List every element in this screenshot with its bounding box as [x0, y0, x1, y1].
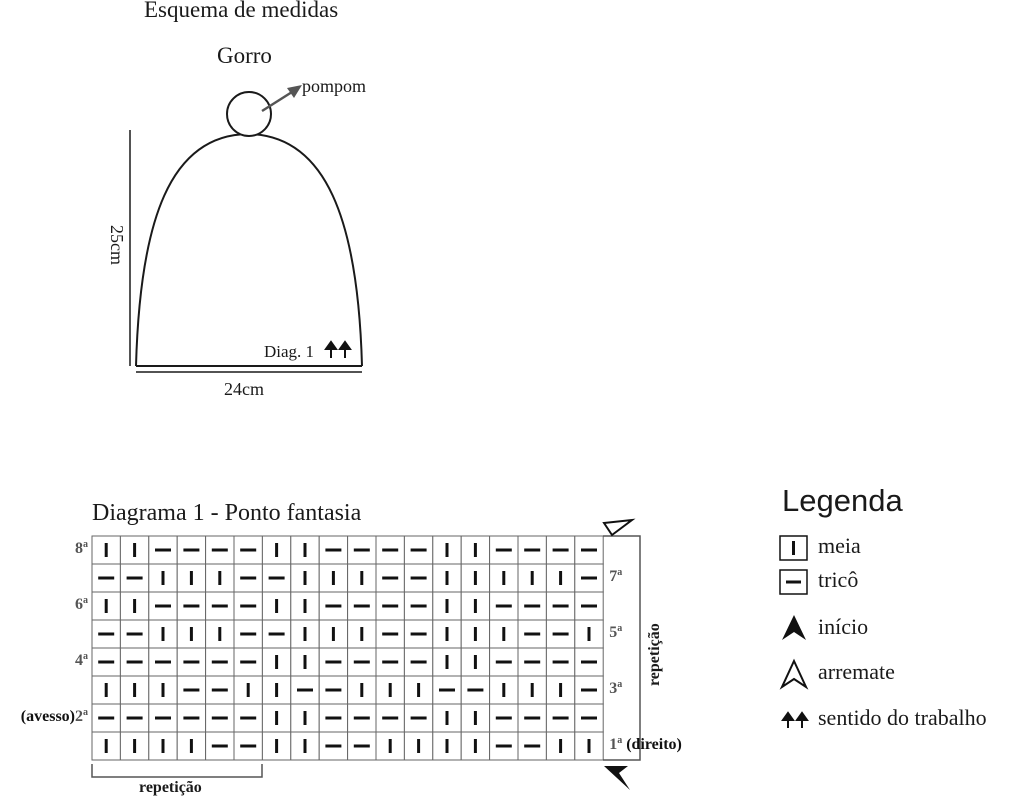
diagram-title: Diagrama 1 - Ponto fantasia [92, 500, 362, 526]
grid-cell [545, 675, 576, 705]
legend-label-finish: arremate [818, 659, 895, 684]
diag-direction-arrows-icon [324, 340, 352, 358]
repeat-bottom-bracket [91, 764, 263, 778]
legend-label-direction: sentido do trabalho [818, 705, 987, 730]
row-label: 8a [75, 539, 88, 557]
legend-label-start: início [818, 614, 869, 639]
hat-outline [135, 132, 363, 367]
repeat-bottom-label: repetição [139, 779, 202, 796]
pompom-label: pompom [302, 76, 367, 96]
hat-title: Gorro [217, 43, 272, 68]
row-label: 7a [609, 567, 623, 585]
grid-cell [290, 647, 320, 677]
grid-cell [574, 563, 604, 593]
grid-cell [517, 619, 547, 649]
finish-arrow-icon [602, 518, 636, 537]
stitch-grid [91, 535, 604, 761]
row-label: 4a [75, 651, 88, 669]
grid-cell [119, 563, 150, 593]
repeat-side-bracket [603, 535, 641, 761]
grid-cell [574, 647, 604, 677]
diagram-reference-label: Diag. 1 [264, 342, 315, 361]
row-label: 1a (direito) [609, 735, 682, 753]
pompom-pointer-head [287, 85, 302, 98]
scheme-title: Esquema de medidas [144, 0, 339, 22]
row-label: 3a [609, 679, 623, 697]
legend-finish-arrow-icon [779, 658, 809, 690]
row-label: 6a [75, 595, 88, 613]
legend-label-knit: meia [818, 533, 861, 558]
height-label: 25cm [107, 225, 127, 265]
pompom-pointer-line [261, 90, 293, 113]
legend-title: Legenda [782, 483, 903, 518]
row-label: 5a [609, 623, 623, 641]
start-arrow-icon [604, 766, 630, 790]
grid-cell [545, 563, 576, 593]
legend-start-arrow-icon [782, 615, 806, 640]
repeat-side-label: repetição [646, 623, 663, 686]
grid-cell [205, 703, 235, 733]
pompom-circle [226, 91, 272, 137]
legend-direction-arrows-icon [781, 711, 809, 728]
row-label: (avesso)2a [20, 707, 88, 725]
width-label: 24cm [224, 379, 264, 399]
legend-label-purl: tricô [818, 567, 859, 592]
